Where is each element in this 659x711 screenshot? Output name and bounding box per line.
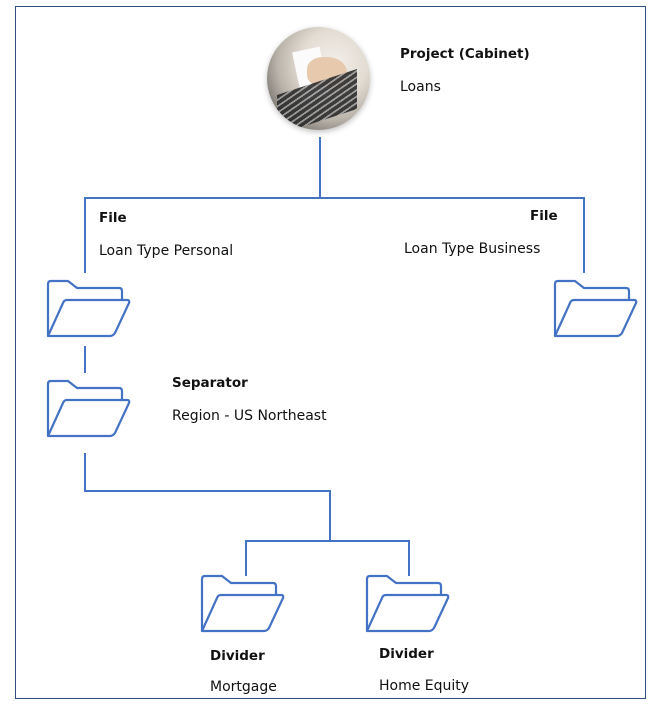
folder-open-icon — [553, 279, 638, 338]
connector-line — [319, 137, 321, 197]
photo-avatar — [267, 27, 370, 130]
node-title: Separator — [172, 375, 248, 391]
connector-line — [245, 540, 247, 576]
node-subtitle: Loan Type Personal — [99, 243, 234, 259]
node-title: Divider — [379, 646, 434, 662]
connector-line — [583, 197, 585, 273]
connector-line — [408, 540, 410, 576]
connector-line — [84, 197, 584, 199]
node-subtitle: Mortgage — [210, 679, 277, 695]
node-subtitle: Loans — [400, 79, 441, 95]
connector-line — [329, 490, 331, 541]
node-subtitle: Loan Type Business — [404, 241, 541, 257]
connector-line — [84, 197, 86, 273]
node-title: Project (Cabinet) — [400, 46, 530, 62]
folder-open-icon — [200, 574, 285, 633]
connector-line — [84, 453, 86, 491]
node-title: File — [99, 210, 127, 226]
connector-line — [245, 540, 409, 542]
folder-open-icon — [365, 574, 450, 633]
folder-open-icon — [46, 279, 131, 338]
node-title: Divider — [210, 648, 265, 664]
connector-line — [84, 490, 330, 492]
node-subtitle: Region - US Northeast — [172, 408, 327, 424]
folder-open-icon — [46, 379, 131, 438]
node-title: File — [530, 208, 558, 224]
connector-line — [84, 346, 86, 373]
node-subtitle: Home Equity — [379, 678, 470, 694]
diagram-frame — [15, 6, 646, 699]
